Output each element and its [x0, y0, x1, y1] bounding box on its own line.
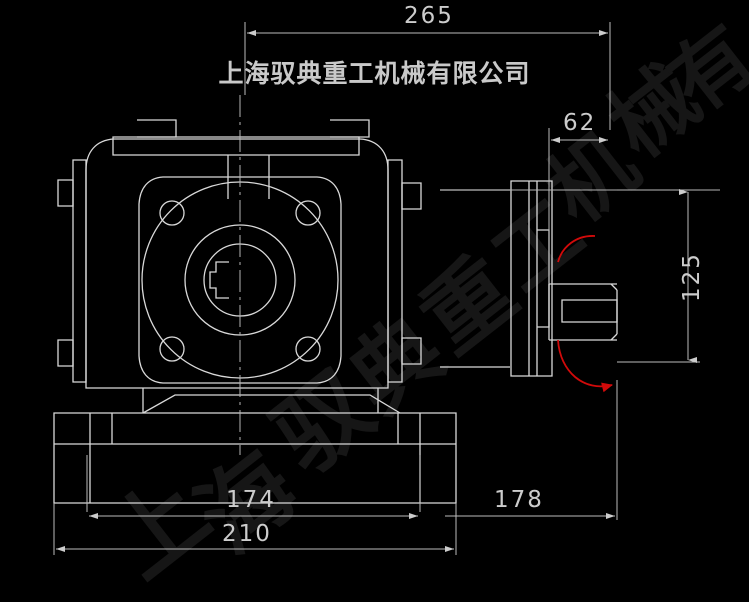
right-flange-tab-lower	[401, 337, 422, 365]
front-view-gearbox-body	[53, 95, 457, 504]
drawing-canvas: 上 海 驭 典 重 工 机 械 有	[53, 3, 749, 599]
rotation-direction-arrow	[557, 235, 613, 393]
top-cover-flange	[112, 136, 360, 156]
bolt-hole-bottom-left	[159, 336, 185, 362]
top-boss-right	[330, 119, 370, 138]
rotation-arc-upper	[557, 235, 596, 263]
top-boss-left	[137, 119, 177, 138]
side-view-output-shaft	[440, 180, 720, 377]
shaft-chamfer-bottom	[610, 333, 618, 341]
bolt-hole-top-left	[159, 200, 185, 226]
top-boss-right-alt	[318, 120, 357, 137]
rotation-arc-lower	[557, 339, 613, 393]
left-flange-bar	[72, 159, 87, 383]
dim-label-178: 178	[494, 487, 544, 513]
dim-label-174: 174	[226, 487, 276, 513]
dim-label-62: 62	[563, 110, 597, 136]
mounting-face-outline	[138, 176, 342, 384]
left-flange-tab-lower	[57, 339, 74, 367]
dim-label-125: 125	[679, 252, 705, 302]
dimension-layer	[53, 22, 700, 555]
shaft-keyway-slot	[561, 299, 618, 323]
bolt-hole-top-right	[295, 200, 321, 226]
shaft-chamfer-top	[610, 283, 618, 291]
base-taper	[142, 394, 401, 414]
bearing-housing-profile	[537, 229, 550, 328]
keyway-profile	[209, 261, 229, 299]
output-flange-block	[510, 180, 553, 377]
right-flange-tab-upper	[401, 182, 422, 210]
bolt-hole-bottom-right	[295, 336, 321, 362]
right-flange-bar	[387, 159, 403, 383]
dim-label-265: 265	[404, 3, 454, 29]
dim-label-210: 210	[222, 521, 272, 547]
left-flange-tab-upper	[57, 179, 74, 207]
technical-drawing	[53, 22, 720, 555]
